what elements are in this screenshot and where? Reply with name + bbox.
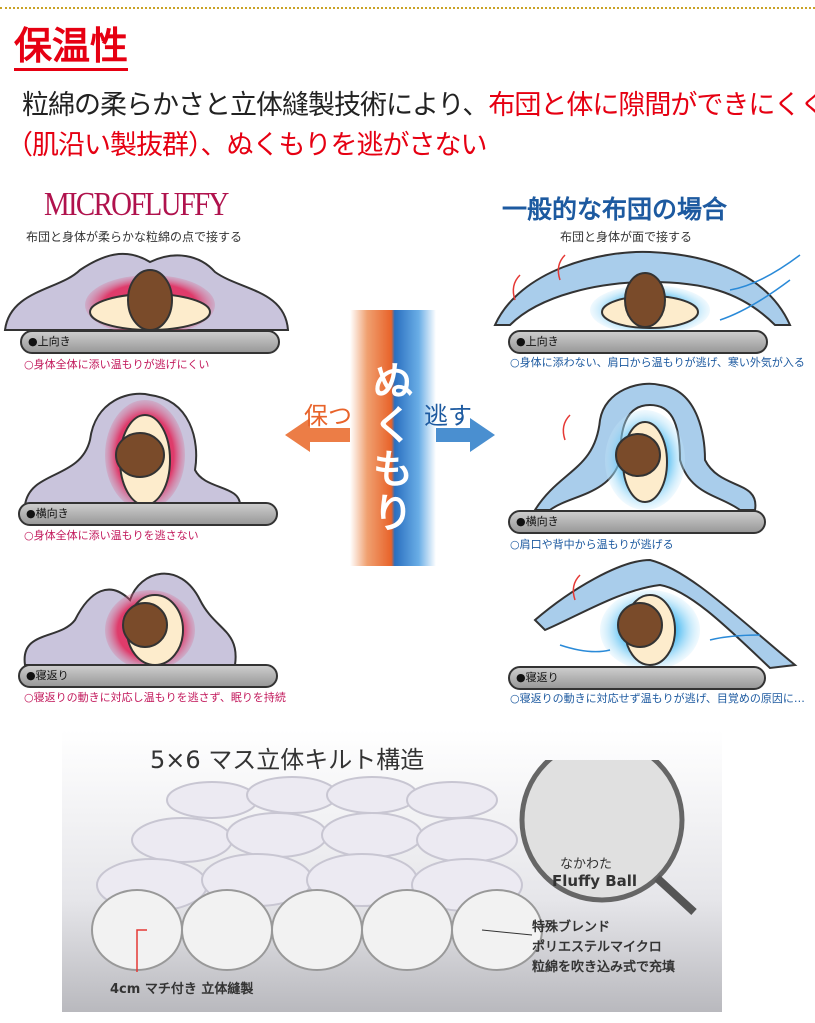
- lead-line-2: （肌沿い製抜群）、ぬくもりを逃がさない: [6, 130, 487, 161]
- bed-right-1: ●上向き: [508, 330, 768, 354]
- bed-right-2: ●横向き: [508, 510, 766, 534]
- bed-left-3: ●寝返り: [18, 664, 278, 688]
- magnifier-brand: Fluffy Ball: [552, 872, 638, 890]
- blend-note-1: 特殊ブレンド: [532, 920, 611, 935]
- center-gradient-bar: [350, 310, 436, 566]
- keep-label: 保つ: [304, 402, 352, 430]
- escape-label: 逃す: [424, 402, 472, 430]
- escape-arrow: [436, 418, 495, 452]
- head: [127, 269, 173, 331]
- left-subtitle: 布団と身体が柔らかな粒綿の点で接する: [26, 230, 243, 244]
- right-heading: 一般的な布団の場合: [502, 195, 728, 224]
- caption-right-3: ○寝返りの動きに対応せず温もりが逃げ、目覚めの原因に…: [510, 692, 805, 705]
- bed-right-3: ●寝返り: [508, 666, 766, 690]
- caption-right-1: ○身体に添わない、肩口から温もりが逃げ、寒い外気が入る: [510, 356, 805, 369]
- bed-left-2: ●横向き: [18, 502, 278, 526]
- right-subtitle: 布団と身体が面で接する: [560, 230, 693, 244]
- lead-red: 布団と体に隙間ができにくく: [488, 90, 815, 121]
- gusset-note: 4cm マチ付き 立体縫製: [110, 982, 254, 997]
- page-title: 保温性: [14, 24, 129, 71]
- keep-arrow: [285, 418, 350, 452]
- caption-left-1: ○身体全体に添い温もりが逃げにくい: [24, 358, 210, 371]
- caption-left-2: ○身体全体に添い温もりを逃さない: [24, 529, 199, 542]
- quilt-cells: [91, 760, 697, 972]
- quilt-title: 5×6 マス立体キルト構造: [150, 746, 425, 774]
- brand-logo: MICROFLUFFY: [44, 186, 229, 223]
- blend-note-2: ポリエステルマイクロ: [532, 940, 662, 955]
- top-divider: [0, 7, 815, 9]
- sleep-illustrations: [3, 250, 801, 670]
- caption-left-3: ○寝返りの動きに対応し温もりを逃さず、眠りを持続: [24, 691, 286, 704]
- magnifier: [519, 760, 685, 903]
- lead-line-1: 粒綿の柔らかさと立体縫製技術により、布団と体に隙間ができにくく: [22, 88, 815, 124]
- caption-right-2: ○肩口や背中から温もりが逃げる: [510, 538, 674, 551]
- lead-black: 粒綿の柔らかさと立体縫製技術により、: [22, 90, 489, 121]
- bed-left-1: ●上向き: [20, 330, 280, 354]
- magnifier-label: なかわた: [560, 857, 613, 872]
- blend-note-3: 粒綿を吹き込み式で充填: [532, 960, 676, 975]
- nukumori-label: ぬくもり: [373, 359, 413, 537]
